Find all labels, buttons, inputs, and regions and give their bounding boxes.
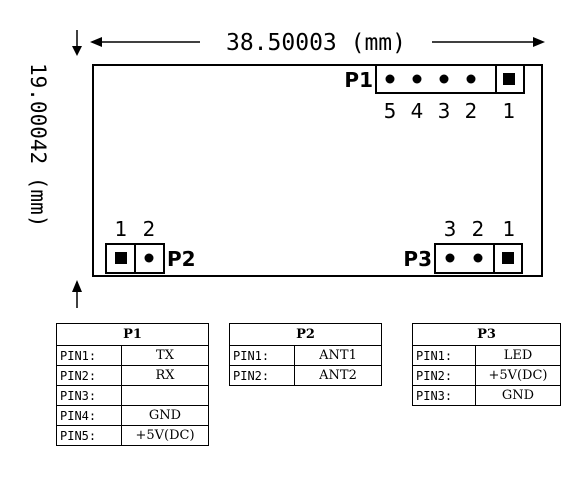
- pin-dot: [144, 253, 154, 263]
- p1-table-title: P1: [56, 323, 209, 346]
- pin-label: PIN2:: [412, 365, 476, 386]
- table-row: PIN1:TX: [56, 345, 209, 366]
- connector-p3: 3 2 1 P3: [403, 217, 523, 274]
- width-dimension-label: 38.50003 (mm): [226, 30, 406, 56]
- table-row: PIN2:+5V(DC): [412, 365, 562, 386]
- pin-square: [115, 252, 127, 264]
- p1-pin-table: P1 PIN1:TX PIN2:RX PIN3: PIN4:GND PIN5:+…: [56, 323, 209, 446]
- pin-label: PIN1:: [56, 345, 122, 366]
- pin-label: PIN1:: [229, 345, 295, 366]
- pin-square: [503, 73, 515, 85]
- pin-label: PIN2:: [56, 365, 122, 386]
- table-row: PIN4:GND: [56, 405, 209, 426]
- pin-function: GND: [474, 385, 562, 406]
- board-outline: [92, 64, 543, 277]
- height-dimension-label: 19.00042 (mm): [26, 63, 50, 227]
- p1-pin-number: 2: [465, 99, 478, 123]
- table-row: PIN1:ANT1: [229, 345, 382, 366]
- p3-pin-number: 2: [472, 217, 485, 241]
- pin-dot: [439, 74, 449, 84]
- board-drawing: 38.50003 (mm) 19.00042 (mm) P1 5 4 3 2 1…: [26, 30, 545, 308]
- pin-label: PIN4:: [56, 405, 122, 426]
- p1-pin-number: 4: [411, 99, 424, 123]
- table-row: PIN2:ANT2: [229, 365, 382, 386]
- pin-dot: [445, 253, 455, 263]
- pin-dot: [466, 74, 476, 84]
- p2-pin-number: 1: [115, 217, 128, 241]
- pin-dot: [473, 253, 483, 263]
- pin-function: LED: [474, 345, 562, 366]
- table-row: PIN2:RX: [56, 365, 209, 386]
- connector-p2: 1 2 P2: [105, 217, 196, 274]
- connector-p1: P1 5 4 3 2 1: [344, 64, 525, 123]
- connector-p1-label: P1: [344, 68, 373, 92]
- pin-label: PIN3:: [56, 385, 122, 406]
- connector-p3-label: P3: [403, 247, 432, 271]
- p2-pin-table: P2 PIN1:ANT1 PIN2:ANT2: [229, 323, 382, 386]
- height-dimension: 19.00042 (mm): [26, 30, 82, 308]
- p2-pin-number: 2: [143, 217, 156, 241]
- pin-function: ANT2: [294, 365, 382, 386]
- table-row: PIN5:+5V(DC): [56, 425, 209, 446]
- pin-dot: [385, 74, 395, 84]
- p1-pin-number: 3: [438, 99, 451, 123]
- p2-table-title: P2: [229, 323, 382, 346]
- pin-dot: [412, 74, 422, 84]
- pin-label: PIN3:: [412, 385, 476, 406]
- p3-pin-number: 1: [503, 217, 516, 241]
- pin-function: RX: [121, 365, 209, 386]
- p3-pin-table: P3 PIN1:LED PIN2:+5V(DC) PIN3:GND: [412, 323, 562, 406]
- pin-function: [121, 385, 209, 406]
- pin-label: PIN1:: [412, 345, 476, 366]
- connector-p2-label: P2: [167, 247, 196, 271]
- pin-function: +5V(DC): [474, 365, 562, 386]
- table-row: PIN3:GND: [412, 385, 562, 406]
- p3-table-title: P3: [412, 323, 561, 346]
- table-row: PIN3:: [56, 385, 209, 406]
- pin-label: PIN2:: [229, 365, 295, 386]
- pin-function: TX: [121, 345, 209, 366]
- pin-function: +5V(DC): [121, 425, 209, 446]
- pin-function: GND: [121, 405, 209, 426]
- p3-pin-number: 3: [444, 217, 457, 241]
- p1-pin-number: 1: [503, 99, 516, 123]
- pin-function: ANT1: [294, 345, 382, 366]
- p1-pin-number: 5: [384, 99, 397, 123]
- table-row: PIN1:LED: [412, 345, 562, 366]
- width-dimension: 38.50003 (mm): [90, 30, 545, 56]
- pin-square: [502, 252, 514, 264]
- pin-label: PIN5:: [56, 425, 122, 446]
